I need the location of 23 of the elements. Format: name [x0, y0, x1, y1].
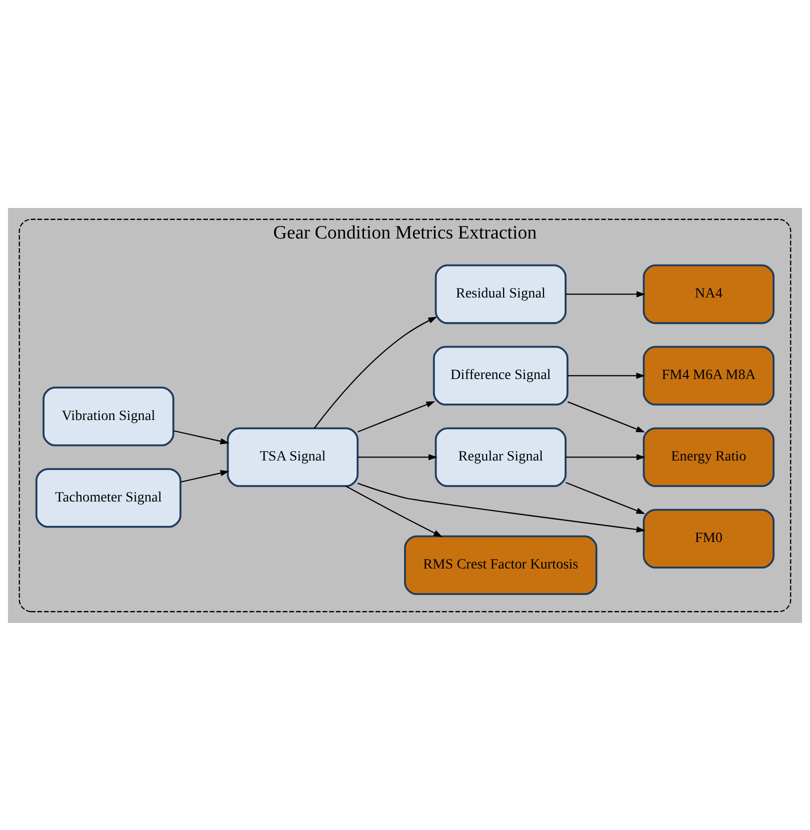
node-box: Difference Signal: [432, 345, 568, 406]
node-box: Residual Signal: [434, 264, 567, 324]
node-box: RMS Crest Factor Kurtosis: [404, 534, 598, 595]
node-box: Regular Signal: [434, 426, 567, 487]
arrow: [358, 454, 438, 460]
arrow: [173, 430, 230, 444]
arrow: [180, 470, 230, 482]
node-box: Vibration Signal: [42, 386, 174, 446]
node-box: FM0: [642, 508, 775, 568]
arrow: [358, 400, 436, 432]
arrow: [568, 372, 646, 378]
arrow: [358, 482, 646, 532]
arrow: [566, 290, 646, 297]
node-box: NA4: [642, 264, 775, 324]
arrow: [566, 482, 646, 514]
arrow: [566, 454, 646, 460]
node-box: Energy Ratio: [642, 426, 775, 487]
node-box: Tachometer Signal: [35, 468, 182, 528]
node-box: FM4 M6A M8A: [642, 345, 775, 406]
arrow: [314, 316, 438, 428]
arrow: [568, 400, 646, 432]
arrow: [346, 485, 442, 536]
node-box: TSA Signal: [226, 426, 359, 487]
